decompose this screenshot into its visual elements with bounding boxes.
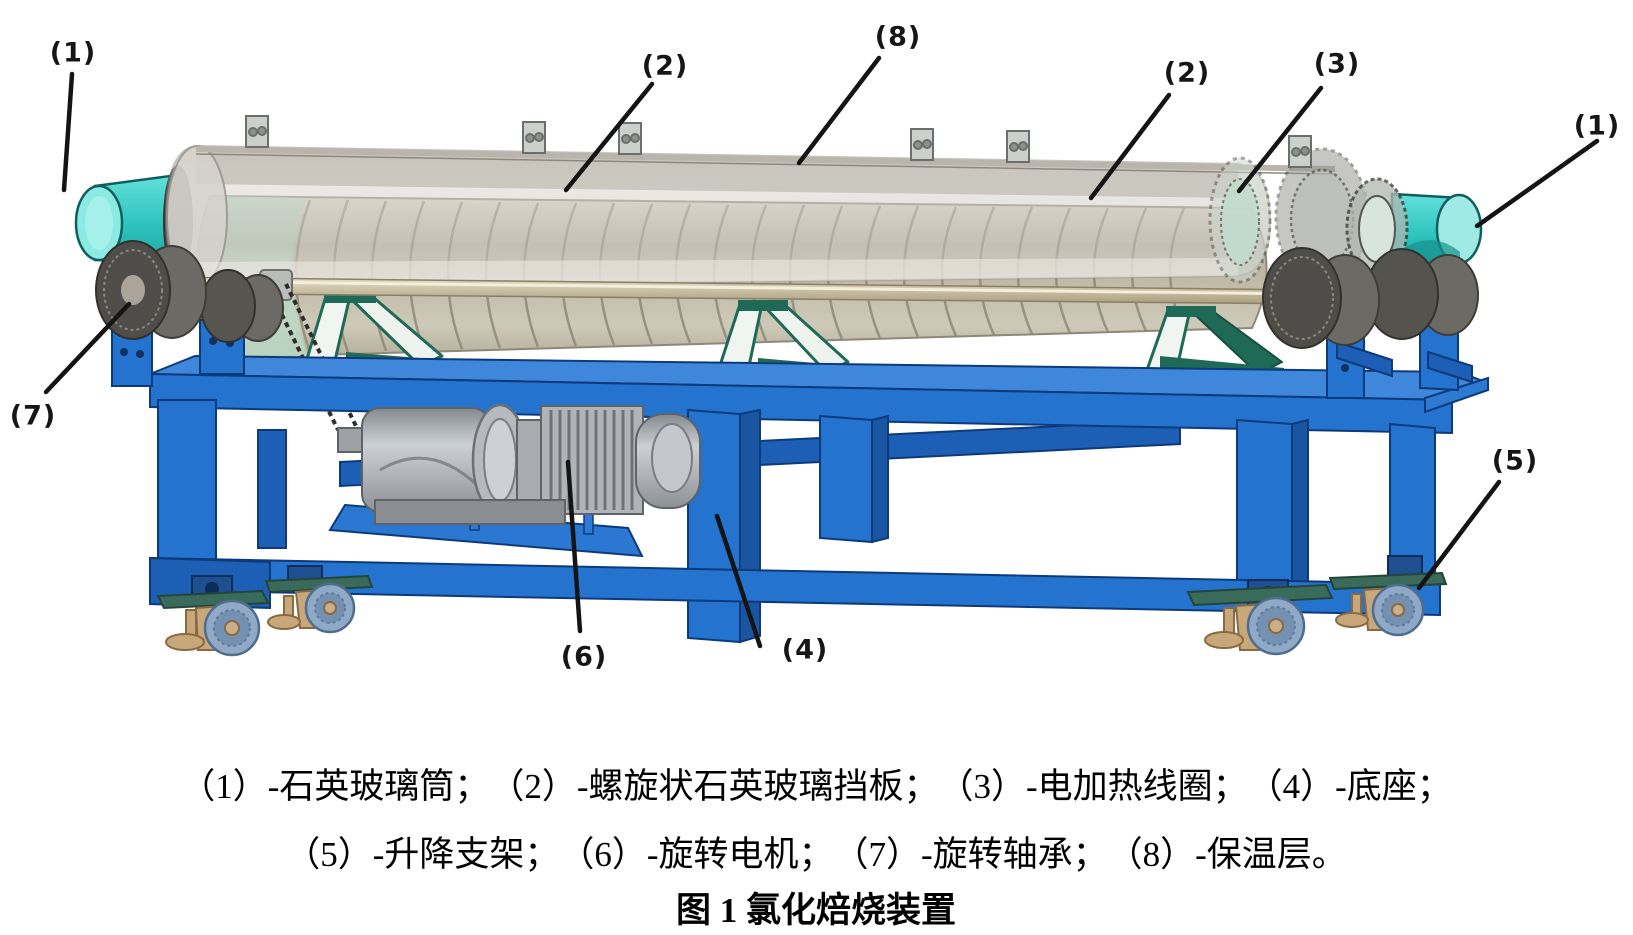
insulation-shell (164, 144, 1336, 290)
quartz-glass-tube-left (74, 174, 172, 264)
callout-3: (3) (1313, 48, 1361, 80)
rotary-tube-assembly (74, 115, 1483, 360)
lifting-support-casters (156, 555, 1448, 657)
leader-lines (43, 55, 1600, 649)
callout-8: (8) (874, 21, 922, 53)
callout-4: (4) (781, 634, 829, 666)
caster-right-rear (1328, 555, 1448, 637)
callout-6: (6) (560, 641, 608, 673)
figure-title: 图 1 氯化焙烧装置 (675, 891, 956, 930)
caster-left-front (156, 575, 270, 657)
rotary-bearings (95, 240, 1479, 399)
callout-2-right: (2) (1163, 57, 1211, 89)
caption-line-2: （5）-升降支架； （6）-旋转电机； （7）-旋转轴承； （8）-保温层。 (285, 835, 1347, 874)
callout-1-left: (1) (49, 37, 97, 69)
top-brackets (245, 115, 1312, 168)
rotary-motor (337, 403, 701, 525)
callout-2-left: (2) (641, 50, 689, 82)
caption-line-1: （1）-石英玻璃筒； （2）-螺旋状石英玻璃挡板； （3）-电加热线圈； （4）… (180, 767, 1452, 806)
callout-1-right: (1) (1573, 110, 1621, 142)
callout-7: (7) (9, 400, 57, 432)
caster-left-rear (264, 565, 374, 634)
callout-5: (5) (1491, 445, 1539, 477)
caster-right-front (1186, 579, 1334, 656)
